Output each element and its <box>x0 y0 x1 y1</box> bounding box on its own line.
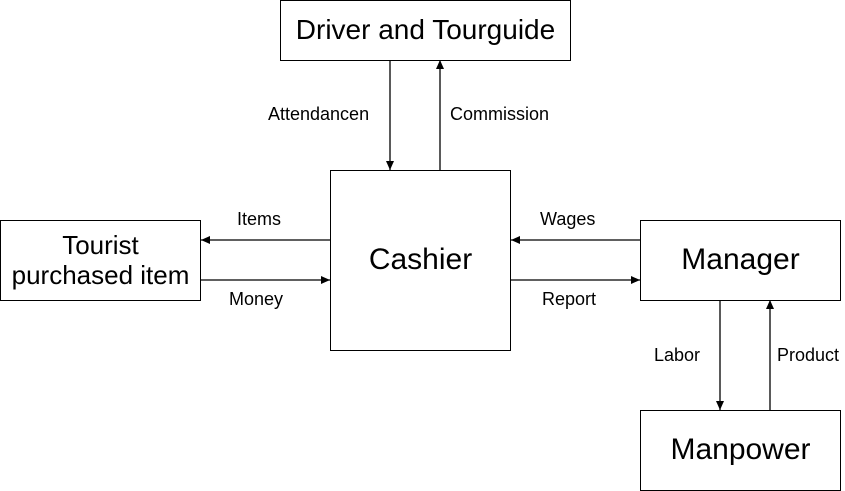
product-label: Product <box>777 345 840 365</box>
money-label: Money <box>229 289 284 309</box>
manpower-box: Manpower <box>640 410 841 491</box>
driver-tourguide-label: Driver and Tourguide <box>295 14 556 46</box>
driver-tourguide-box: Driver and Tourguide <box>280 0 571 61</box>
cashier-box: Cashier <box>330 170 511 351</box>
cashier-label: Cashier <box>368 243 473 276</box>
report-label: Report <box>542 289 597 309</box>
tourist-box: Tourist purchased item <box>0 220 201 301</box>
items-label: Items <box>237 209 282 229</box>
manager-label: Manager <box>681 243 800 277</box>
manager-box: Manager <box>640 220 841 301</box>
commission-label: Commission <box>450 104 550 124</box>
labor-label: Labor <box>654 345 701 365</box>
tourist-label: Tourist purchased item <box>11 229 190 290</box>
attendancen-label: Attendancen <box>268 104 370 124</box>
wages-label: Wages <box>540 209 596 229</box>
manpower-label: Manpower <box>670 433 811 467</box>
